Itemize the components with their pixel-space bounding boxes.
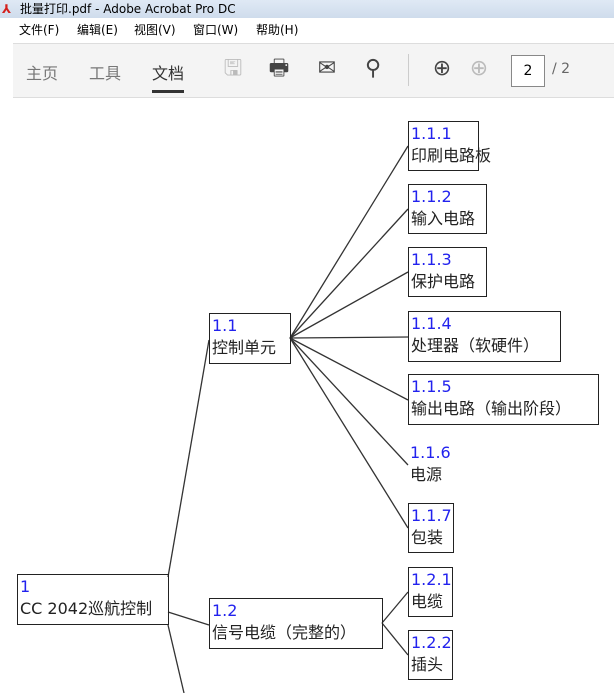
tree-connectors xyxy=(167,145,409,693)
save-icon[interactable]: 🖫 xyxy=(223,56,243,81)
email-icon[interactable]: ✉ xyxy=(317,56,337,81)
previous-page-icon[interactable]: ⊕ xyxy=(432,56,452,81)
tab-document[interactable]: 文档 xyxy=(152,60,185,93)
title-bar: ⅄ 批量打印.pdf - Adobe Acrobat Pro DC xyxy=(0,0,614,18)
separator xyxy=(408,54,409,86)
tab-tools[interactable]: 工具 xyxy=(89,64,122,83)
menu-window[interactable]: 窗口(W) xyxy=(193,23,239,37)
acrobat-icon: ⅄ xyxy=(2,2,12,16)
menu-view[interactable]: 视图(V) xyxy=(134,23,176,37)
toolbar: 主页 工具 文档 🖫 🖶 ✉ ⚲ ⊕ ⊕ 2 / 2 xyxy=(13,43,614,98)
search-icon[interactable]: ⚲ xyxy=(364,56,382,81)
window-title: 批量打印.pdf - Adobe Acrobat Pro DC xyxy=(20,2,236,16)
print-icon[interactable]: 🖶 xyxy=(268,56,290,81)
page-total: / 2 xyxy=(552,61,571,77)
tab-home[interactable]: 主页 xyxy=(26,64,59,83)
next-page-icon[interactable]: ⊕ xyxy=(469,56,489,81)
menu-help[interactable]: 帮助(H) xyxy=(256,23,299,37)
menu-file[interactable]: 文件(F) xyxy=(19,23,60,37)
page-number-input[interactable]: 2 xyxy=(511,55,545,87)
menu-edit[interactable]: 编辑(E) xyxy=(77,23,118,37)
menu-bar: 文件(F) 编辑(E) 视图(V) 窗口(W) 帮助(H) xyxy=(0,19,614,41)
